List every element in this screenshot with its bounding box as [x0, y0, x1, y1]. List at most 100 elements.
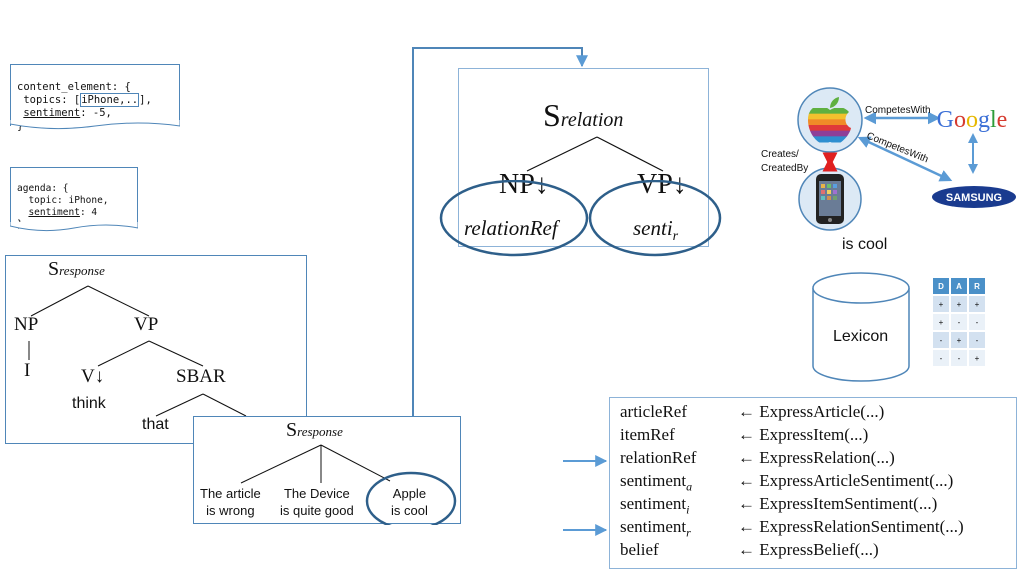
lexicon-header-cell: R [969, 278, 985, 294]
rules-panel: articleRef ← ExpressArticle(...) itemRef ← … [609, 397, 1017, 569]
relation-root-sub: relation [560, 109, 624, 131]
rule-rhs: ← ExpressRelationSentiment(...) [738, 517, 964, 536]
lexicon-cell: + [933, 296, 949, 312]
response2-root: Sresponse [286, 419, 343, 442]
response2-root-sub: response [297, 424, 343, 439]
response-root-s: S [48, 258, 60, 280]
leaf-apple-l2: is cool [391, 503, 428, 518]
leaf-device: The Device is quite good [280, 485, 354, 519]
rule-lhs: articleRef [620, 402, 688, 421]
lexicon-label: Lexicon [833, 328, 889, 345]
relation-ellipses [439, 180, 722, 257]
agenda-sentiment-value: : 4 [79, 207, 98, 218]
google-letter: g [978, 107, 990, 133]
leaf-article-l1: The article [200, 486, 261, 501]
lexicon-cell: + [969, 350, 985, 366]
rule-rhs: ← ExpressArticleSentiment(...) [738, 471, 954, 490]
google-letter: l [990, 107, 997, 133]
lexicon-cell: + [933, 314, 949, 330]
rule-rhs: ← ExpressItem(...) [738, 425, 869, 444]
relation-tree-panel: Srelation NP↓ VP↓ [458, 68, 709, 247]
leaf-article-l2: is wrong [206, 503, 255, 518]
topics-value: iPhone,.. [80, 93, 140, 107]
response-tree-2-panel: Sresponse The article is wrong The Devic… [193, 416, 461, 525]
competes-label-top: CompetesWith [865, 105, 931, 116]
senti-r-ellipse [588, 180, 722, 257]
response-root-sub: response [59, 263, 105, 278]
competes-label-diag: CompetesWith [865, 131, 930, 166]
relation-root-s: S [543, 97, 561, 133]
rule-lhs: sentimenta [620, 471, 693, 494]
tree1-np: NP [14, 314, 39, 335]
senti-label-text: senti [633, 216, 673, 240]
response-tree-panel: Sresponse NP VP I V↓ SBAR think that [5, 255, 307, 444]
content-element-doc: content_element: { topics: [iPhone,..], … [10, 64, 180, 132]
topics-tail: ], [139, 94, 152, 106]
rule-rhs: ← ExpressArticle(...) [738, 402, 885, 421]
lexicon-cell: - [969, 314, 985, 330]
lexicon-row: +++ [933, 296, 985, 312]
lexicon-header-cell: A [951, 278, 967, 294]
leaf-device-l1: The Device [283, 486, 350, 501]
content-element-head: content_element: { [17, 81, 131, 93]
lexicon-cell: + [969, 296, 985, 312]
sentiment-key: sentiment [23, 107, 81, 119]
response-root: Sresponse [48, 258, 105, 281]
lexicon-cell: + [951, 296, 967, 312]
relation-root: Srelation [543, 97, 623, 134]
agenda-wave [10, 222, 138, 232]
google-letter: o [966, 107, 978, 133]
lexicon-row: --+ [933, 350, 985, 366]
creates-label-2: CreatedBy [761, 163, 808, 174]
lexicon-cell: - [969, 332, 985, 348]
leaf-article: The article is wrong [200, 485, 261, 519]
lexicon-row: -+- [933, 332, 985, 348]
samsung-logo-icon [932, 186, 1016, 208]
competes-arrow-samsung [857, 136, 953, 182]
flow-connector [412, 47, 588, 478]
tree1-vp: VP [134, 314, 159, 335]
rule-lhs: sentimentr [620, 517, 691, 540]
apple-cool-ellipse [365, 471, 457, 525]
leaf-apple-l1: Apple [392, 486, 427, 501]
lexicon-cell: + [951, 332, 967, 348]
lexicon-cell: - [933, 350, 949, 366]
agenda-sentiment-key: sentiment [28, 207, 80, 218]
google-logo-icon: Google [937, 107, 1008, 133]
rule-lhs: sentimenti [620, 494, 690, 517]
google-letter: e [997, 107, 1008, 133]
rule-lhs: relationRef [620, 448, 697, 467]
senti-label-sub: r [672, 229, 679, 245]
relationref-label: relationRef [464, 216, 558, 240]
content-element-wave [10, 120, 180, 130]
rule-rhs: ← ExpressItemSentiment(...) [738, 494, 938, 513]
response-tree-2-edges [240, 444, 457, 525]
rule-lhs: belief [620, 540, 659, 559]
rule-rhs: ← ExpressRelation(...) [738, 448, 895, 467]
rule-rhs: ← ExpressBelief(...) [738, 540, 879, 559]
tree1-verb: V↓ [81, 366, 105, 387]
senti-r-label: sentir [633, 216, 678, 245]
leaf-apple: Apple is cool [391, 485, 428, 519]
leaf-device-l2: is quite good [280, 503, 354, 518]
lexicon-cell: - [951, 314, 967, 330]
kg-caption: is cool [842, 236, 888, 253]
agenda-doc: agenda: { topic: iPhone, sentiment: 4} [10, 167, 138, 230]
lexicon-header-cell: D [933, 278, 949, 294]
google-letter: G [937, 107, 954, 133]
lexicon-cylinder [812, 272, 910, 382]
response2-root-s: S [286, 419, 298, 441]
tree1-that: that [142, 416, 169, 433]
rule-lhs: itemRef [620, 425, 675, 444]
relationref-ellipse [439, 180, 589, 257]
google-letter: o [954, 107, 966, 133]
creates-label-1: Creates/ [761, 149, 799, 160]
knowledge-graph: SAMSUNG Google CompetesWith CompetesWith… [761, 87, 1016, 231]
apple-logo-icon [808, 97, 860, 143]
lexicon-cell: - [951, 350, 967, 366]
agenda-head: agenda: { [17, 183, 69, 194]
tree1-think: think [72, 395, 106, 412]
agenda-topic: topic: iPhone, [17, 195, 109, 206]
